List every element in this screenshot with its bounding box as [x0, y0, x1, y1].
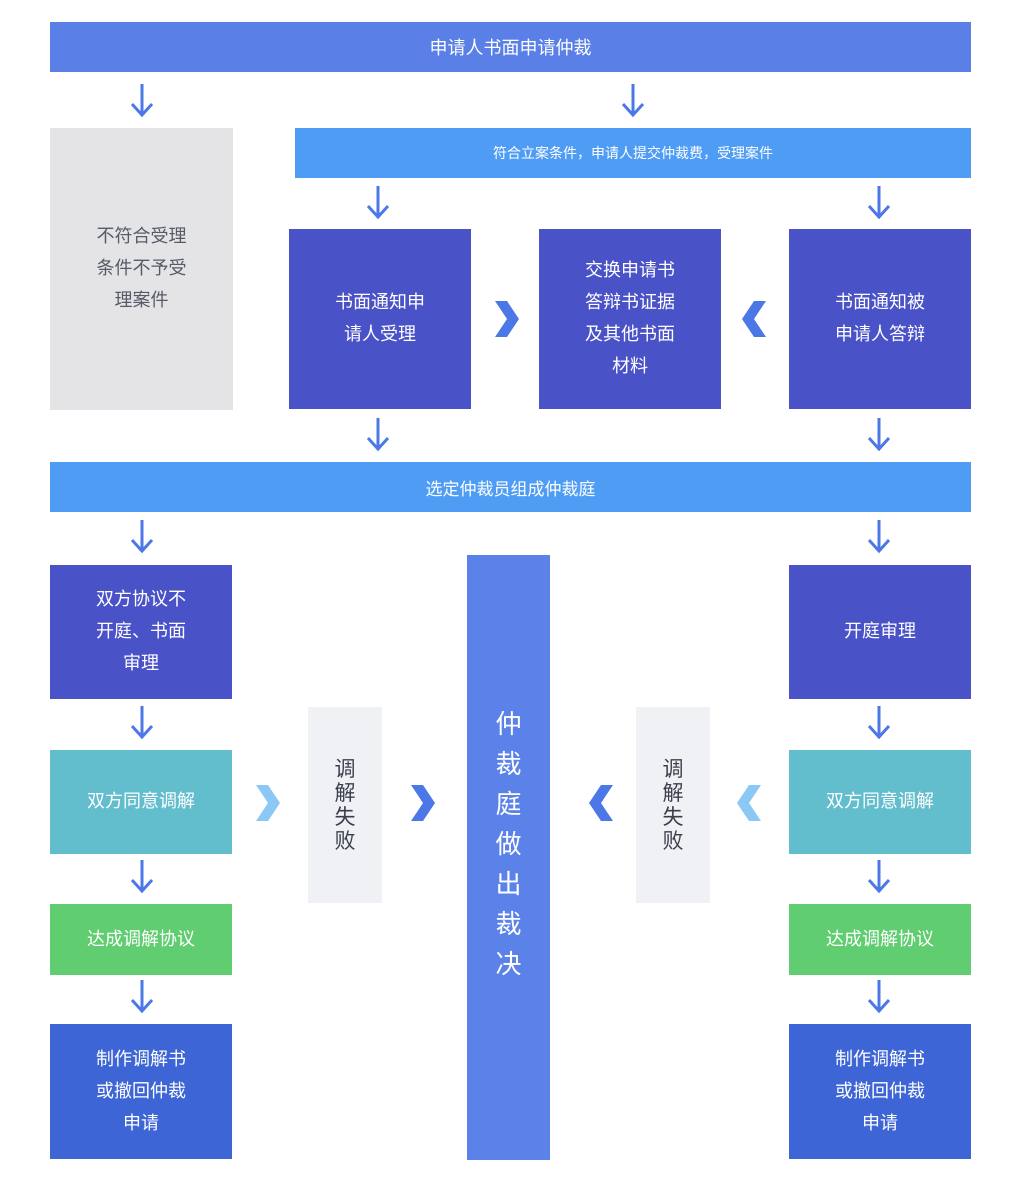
- arrow-down-icon: [130, 980, 154, 1014]
- arrow-down-icon: [366, 186, 390, 220]
- arrow-down-icon: [867, 520, 891, 554]
- arrow-down-icon: [867, 706, 891, 740]
- tribunal-verdict-box: 仲 裁 庭 做 出 裁 决: [467, 555, 550, 1160]
- reject-case-box: 不符合受理 条件不予受 理案件: [50, 128, 233, 410]
- arrow-down-icon: [130, 860, 154, 894]
- exchange-materials-text: 交换申请书 答辩书证据 及其他书面 材料: [585, 260, 675, 377]
- right-court-hearing-box: 开庭审理: [789, 565, 971, 699]
- right-agree-mediation-text: 双方同意调解: [826, 791, 934, 812]
- left-agree-mediation-text: 双方同意调解: [87, 791, 195, 812]
- right-mediation-document-box: 制作调解书 或撤回仲裁 申请: [789, 1024, 971, 1159]
- tribunal-verdict-text: 仲 裁 庭 做 出 裁 决: [495, 710, 522, 980]
- apply-arbitration-bar: 申请人书面申请仲裁: [50, 22, 971, 72]
- chevron-left-icon: [589, 785, 613, 821]
- reject-case-text: 不符合受理 条件不予受 理案件: [96, 226, 187, 311]
- arrow-down-icon: [130, 520, 154, 554]
- arrow-down-icon: [621, 84, 645, 118]
- left-mediation-agreement-text: 达成调解协议: [87, 928, 195, 950]
- form-tribunal-label: 选定仲裁员组成仲裁庭: [425, 479, 596, 500]
- right-mediation-failed-box: 调 解 失 败: [636, 707, 710, 903]
- right-court-hearing-text: 开庭审理: [844, 621, 916, 642]
- apply-arbitration-label: 申请人书面申请仲裁: [429, 38, 592, 59]
- arrow-down-icon: [867, 418, 891, 452]
- left-written-hearing-text: 双方协议不 开庭、书面 审理: [96, 589, 186, 674]
- exchange-materials-box: 交换申请书 答辩书证据 及其他书面 材料: [539, 229, 721, 409]
- right-agree-mediation-box: 双方同意调解: [789, 750, 971, 854]
- right-mediation-agreement-box: 达成调解协议: [789, 904, 971, 975]
- left-written-hearing-box: 双方协议不 开庭、书面 审理: [50, 565, 232, 699]
- notify-applicant-box: 书面通知申 请人受理: [289, 229, 471, 409]
- arrow-down-icon: [867, 186, 891, 220]
- form-tribunal-bar: 选定仲裁员组成仲裁庭: [50, 462, 971, 512]
- chevron-right-icon: [256, 785, 280, 821]
- right-mediation-agreement-text: 达成调解协议: [826, 928, 934, 950]
- notify-applicant-text: 书面通知申 请人受理: [335, 292, 425, 345]
- left-mediation-document-text: 制作调解书 或撤回仲裁 申请: [96, 1048, 186, 1134]
- notify-respondent-box: 书面通知被 申请人答辩: [789, 229, 971, 409]
- left-mediation-agreement-box: 达成调解协议: [50, 904, 232, 975]
- right-mediation-document-text: 制作调解书 或撤回仲裁 申请: [835, 1048, 925, 1134]
- accept-case-bar: 符合立案条件，申请人提交仲裁费，受理案件: [295, 128, 971, 178]
- notify-respondent-text: 书面通知被 申请人答辩: [835, 292, 925, 345]
- arrow-down-icon: [366, 418, 390, 452]
- left-agree-mediation-box: 双方同意调解: [50, 750, 232, 854]
- chevron-right-icon: [411, 785, 435, 821]
- arrow-down-icon: [130, 706, 154, 740]
- chevron-left-icon: [742, 301, 766, 337]
- left-mediation-failed-text: 调 解 失 败: [334, 757, 356, 853]
- chevron-right-icon: [495, 301, 519, 337]
- arrow-down-icon: [130, 84, 154, 118]
- chevron-left-icon: [737, 785, 761, 821]
- accept-case-label: 符合立案条件，申请人提交仲裁费，受理案件: [493, 146, 773, 162]
- left-mediation-document-box: 制作调解书 或撤回仲裁 申请: [50, 1024, 232, 1159]
- arrow-down-icon: [867, 860, 891, 894]
- left-mediation-failed-box: 调 解 失 败: [308, 707, 382, 903]
- right-mediation-failed-text: 调 解 失 败: [662, 757, 684, 853]
- arrow-down-icon: [867, 980, 891, 1014]
